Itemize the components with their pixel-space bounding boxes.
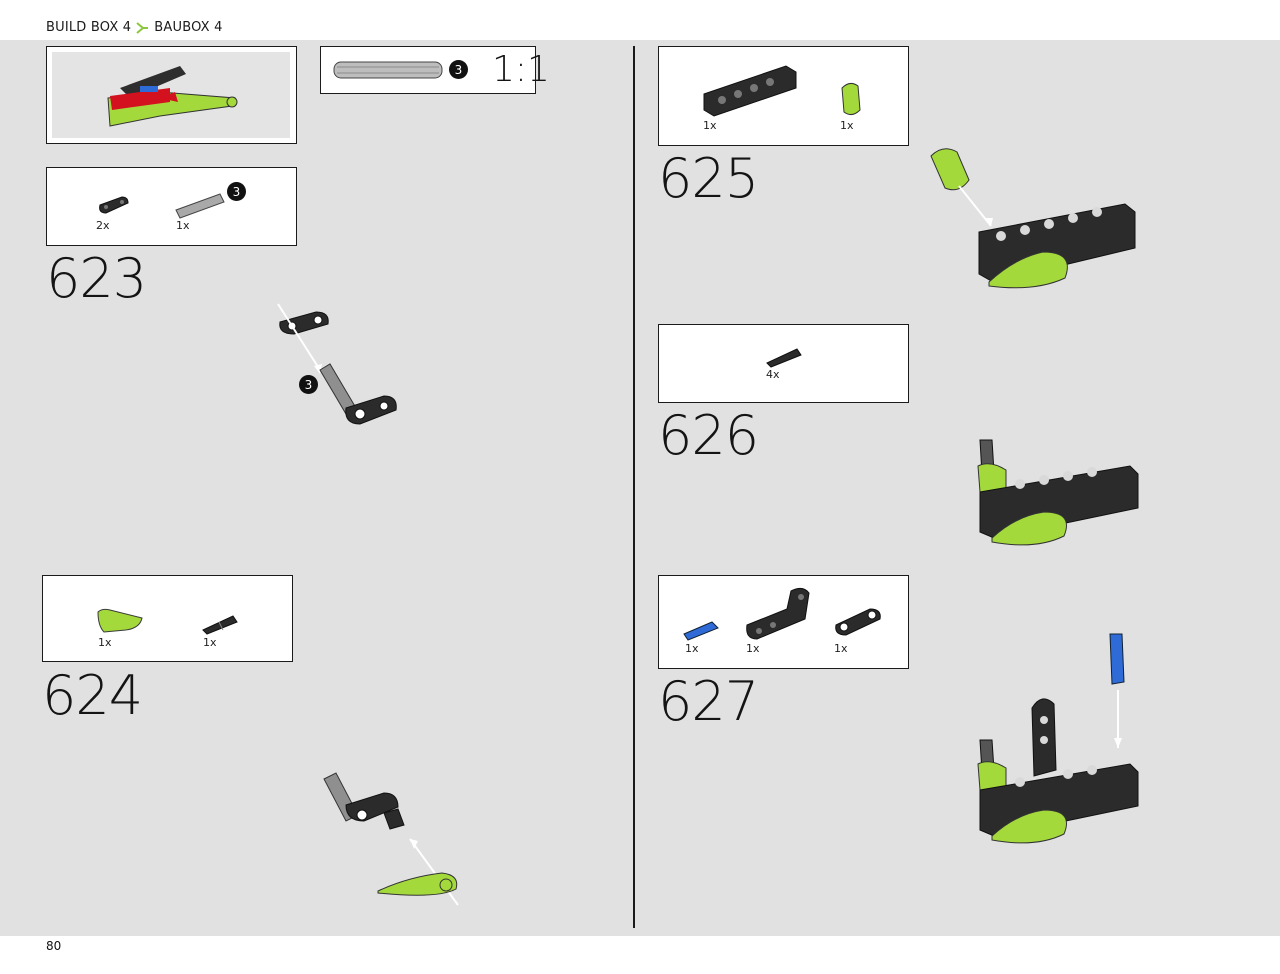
axle-pin-icon — [766, 348, 802, 368]
page-divider — [633, 46, 635, 928]
parts-callout-626 — [658, 324, 909, 403]
parts-627-qty-1: 1x — [685, 642, 699, 655]
parts-callout-623 — [46, 167, 297, 246]
axle-pin-icon — [202, 615, 238, 635]
axle-icon — [175, 193, 225, 219]
axle-scale-icon — [333, 61, 443, 79]
step-number-623: 623 — [46, 247, 147, 310]
parts-624-qty-2: 1x — [203, 636, 217, 649]
header-bar — [0, 0, 1280, 40]
breadcrumb-secondary: BAUBOX 4 — [154, 20, 223, 35]
axle-length-badge: 3 — [449, 60, 468, 79]
step-623-assembly-illustration — [277, 303, 397, 425]
parts-623-qty-1: 2x — [96, 219, 110, 232]
wedge-panel-icon — [97, 608, 143, 633]
parts-626-qty-1: 4x — [766, 368, 780, 381]
step-624-assembly-illustration — [323, 772, 459, 906]
step-number-624: 624 — [42, 664, 143, 727]
scale-label: 1:1 — [492, 49, 550, 90]
parts-625-qty-2: 1x — [840, 119, 854, 132]
breadcrumb: BUILD BOX 4 BAUBOX 4 — [46, 20, 223, 35]
liftarm-icon — [99, 196, 129, 214]
chevron-right-icon — [136, 21, 149, 34]
parts-623-qty-2: 1x — [176, 219, 190, 232]
step-number-627: 627 — [658, 670, 759, 733]
step-626-assembly-illustration — [977, 439, 1139, 546]
breadcrumb-primary: BUILD BOX 4 — [46, 20, 132, 35]
liftarm-icon — [835, 608, 881, 636]
parts-623-axle-badge: 3 — [227, 182, 246, 201]
parts-624-qty-1: 1x — [98, 636, 112, 649]
parts-callout-624 — [42, 575, 293, 662]
step-623-axle-badge: 3 — [299, 375, 318, 394]
step-number-625: 625 — [658, 147, 759, 210]
angled-liftarm-icon — [746, 587, 810, 640]
parts-callout-625 — [658, 46, 909, 146]
footer-bar — [0, 936, 1280, 974]
step-625-assembly-illustration — [930, 148, 1136, 289]
page-number: 80 — [46, 939, 62, 953]
step-number-626: 626 — [658, 404, 759, 467]
subassembly-model-icon — [107, 66, 238, 127]
step-627-assembly-illustration — [977, 633, 1139, 844]
parts-627-qty-2: 1x — [746, 642, 760, 655]
technic-brick-icon — [703, 65, 797, 117]
parts-625-qty-1: 1x — [703, 119, 717, 132]
axle-connector-icon — [841, 82, 861, 116]
parts-627-qty-3: 1x — [834, 642, 848, 655]
blue-pin-icon — [683, 621, 719, 641]
